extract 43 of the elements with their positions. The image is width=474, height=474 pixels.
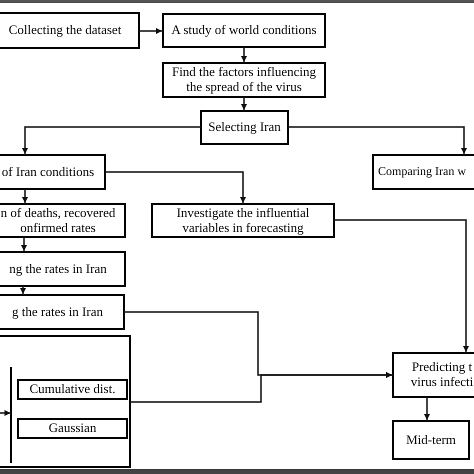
process-box — [0, 294, 125, 330]
box-text: Mid-term — [405, 432, 457, 448]
arrow — [106, 171, 246, 203]
arrow — [21, 238, 27, 251]
process-box — [200, 110, 289, 145]
arrow — [241, 48, 247, 62]
arrow — [22, 190, 28, 203]
box-text: Cumulative dist. — [28, 382, 116, 397]
group-box — [0, 335, 131, 468]
arrow — [424, 398, 430, 420]
box-text: ng the rates in Iran — [8, 262, 108, 276]
bracket-line — [10, 367, 12, 463]
box-text: Predicting t virus infecti — [410, 360, 474, 390]
process-box — [162, 13, 326, 48]
arrow — [0, 410, 10, 416]
process-box — [0, 251, 126, 287]
process-box — [17, 418, 128, 439]
box-text: n of deaths, recovered onfirmed rates — [0, 206, 116, 236]
arrow — [335, 219, 469, 352]
arrow — [289, 126, 467, 154]
process-box — [0, 203, 126, 238]
process-box — [162, 62, 326, 98]
box-text: g the rates in Iran — [11, 304, 104, 320]
arrow — [20, 287, 26, 294]
box-text: Investigate the influential variables in forecasting — [176, 206, 310, 236]
process-box — [17, 379, 128, 400]
arrow — [22, 126, 200, 154]
box-text: Collecting the dataset — [8, 23, 122, 38]
process-box — [372, 154, 474, 190]
arrow — [131, 372, 392, 403]
arrow — [140, 28, 162, 34]
box-text: Find the factors influencing the spread of the virus — [170, 65, 318, 95]
process-box — [0, 154, 106, 190]
arrow — [241, 98, 247, 110]
process-box — [151, 203, 335, 238]
process-box — [392, 420, 470, 460]
box-text: Gaussian — [48, 421, 98, 436]
process-box — [392, 352, 474, 398]
box-text: Selecting Iran — [207, 120, 282, 135]
box-text: of Iran conditions — [0, 164, 96, 180]
box-text: Comparing Iran w — [378, 165, 466, 179]
box-text: A study of world conditions — [170, 23, 318, 38]
process-box — [0, 12, 140, 49]
